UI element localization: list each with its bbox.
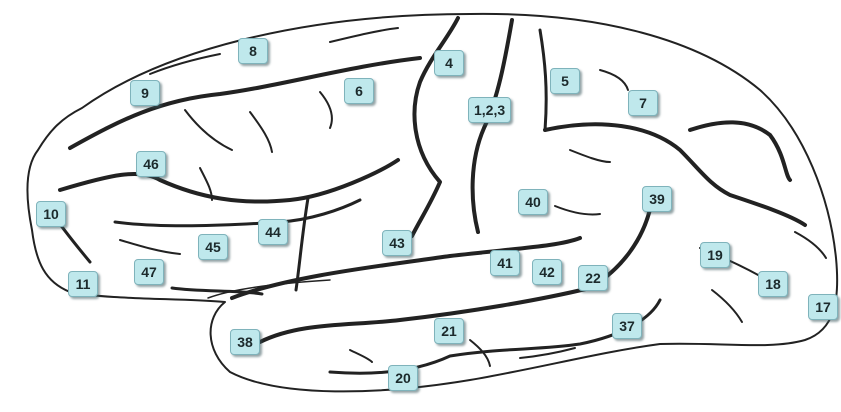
area-tag-4: 4 (434, 50, 464, 76)
area-tag-41: 41 (490, 250, 520, 276)
area-tag-6: 6 (344, 78, 374, 104)
postcentral-sulcus (540, 30, 546, 130)
central-sulcus (473, 20, 512, 232)
area-tag-37: 37 (612, 313, 642, 339)
area-tag-22: 22 (578, 265, 608, 291)
parieto-occipital-sulcus (690, 122, 790, 180)
area-tag-17: 17 (808, 294, 838, 320)
area-tag-47: 47 (134, 259, 164, 285)
area-tag-46: 46 (136, 151, 166, 177)
area-tag-40: 40 (518, 189, 548, 215)
intraparietal-sulcus (545, 124, 805, 225)
area-tag-10: 10 (36, 201, 66, 227)
area-tag-44: 44 (258, 219, 288, 245)
area-tag-43: 43 (382, 230, 412, 256)
area-tag-11: 11 (68, 271, 98, 297)
area-tag-8: 8 (238, 38, 268, 64)
area-tag-7: 7 (628, 90, 658, 116)
area-tag-38: 38 (230, 329, 260, 355)
area-tag-5: 5 (550, 68, 580, 94)
area-tag-45: 45 (198, 234, 228, 260)
area-tag-39: 39 (642, 186, 672, 212)
inferior-temporal-sulcus (330, 300, 660, 373)
area-tag-1-2-3: 1,2,3 (468, 97, 511, 123)
orbital-sulcus (115, 200, 360, 226)
cortex-contour (27, 14, 837, 392)
area-tag-21: 21 (434, 318, 464, 344)
inferior-frontal-sulcus (60, 160, 398, 202)
area-tag-20: 20 (388, 365, 418, 391)
area-tag-18: 18 (758, 271, 788, 297)
area-tag-19: 19 (700, 242, 730, 268)
area-tag-42: 42 (532, 259, 562, 285)
area-tag-9: 9 (130, 80, 160, 106)
